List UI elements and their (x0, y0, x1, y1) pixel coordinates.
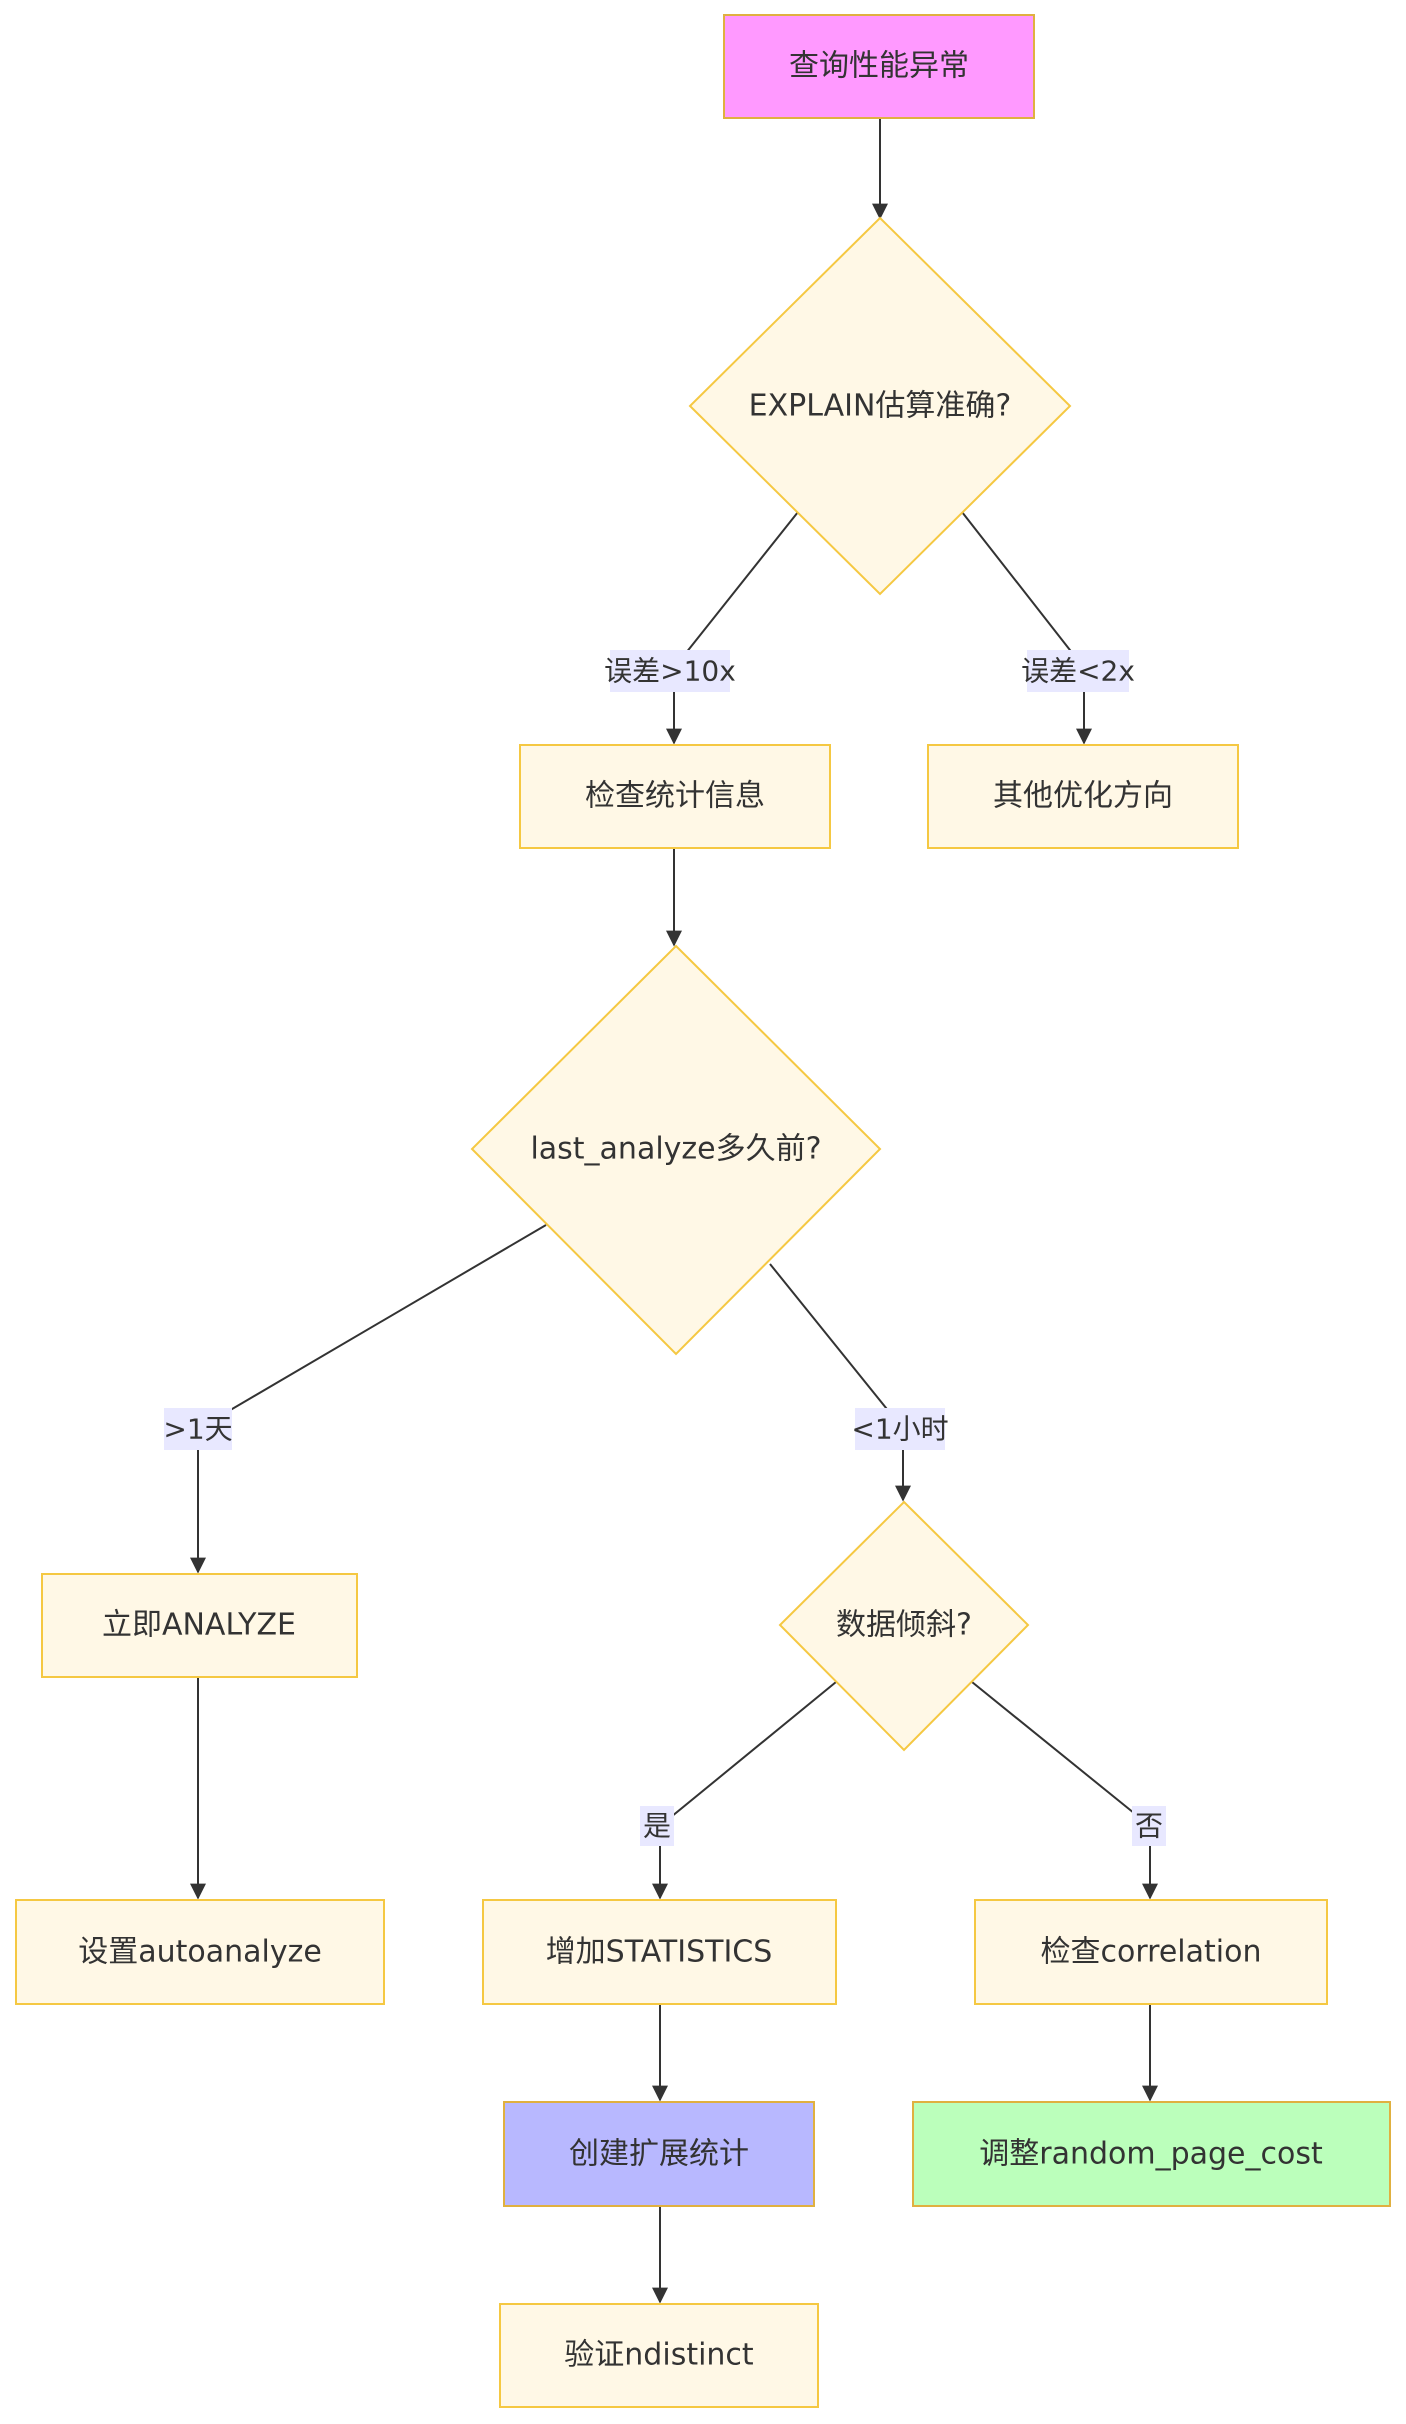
edge-labels: 误差>10x 误差<2x >1天 <1小时 是 否 (163, 650, 1166, 1846)
edge-skew-to-add-statistics (652, 1681, 837, 1900)
node-add-statistics[interactable]: 增加STATISTICS (482, 1899, 837, 2005)
node-start-box (723, 14, 1035, 119)
edge-label-err-gt10x: 误差>10x (604, 655, 736, 688)
edge-last-analyze-to-skew (769, 1263, 911, 1502)
node-check-stats[interactable]: 检查统计信息 (519, 744, 831, 849)
node-start[interactable]: 查询性能异常 (723, 14, 1035, 119)
edge-explain-to-check-stats (666, 511, 799, 745)
node-explain-label: EXPLAIN估算准确? (749, 389, 1012, 424)
edge-label-err-lt2x: 误差<2x (1021, 655, 1135, 688)
node-random-cost-label: 调整random_page_cost (979, 2137, 1323, 2172)
node-analyze-now-box (41, 1573, 358, 1678)
node-other[interactable]: 其他优化方向 (927, 744, 1239, 849)
node-add-statistics-box (482, 1899, 837, 2005)
node-last-analyze-diamond (470, 944, 882, 1356)
edge-label-bg (855, 1408, 945, 1450)
node-skew[interactable]: 数据倾斜? (778, 1500, 1030, 1752)
node-check-correlation-label: 检查correlation (1041, 1935, 1262, 1970)
node-skew-diamond (778, 1500, 1030, 1752)
node-ext-stats-label: 创建扩展统计 (569, 2137, 749, 2172)
node-check-stats-box (519, 744, 831, 849)
node-last-analyze-label: last_analyze多久前? (530, 1132, 821, 1167)
node-ext-stats-box (503, 2101, 815, 2207)
node-skew-label: 数据倾斜? (836, 1608, 972, 1643)
edge-label-lt-1hour: <1小时 (851, 1413, 948, 1446)
node-start-label: 查询性能异常 (789, 49, 969, 84)
node-last-analyze[interactable]: last_analyze多久前? (470, 944, 882, 1356)
edge-label-bg (1027, 650, 1129, 692)
node-ndistinct[interactable]: 验证ndistinct (499, 2303, 819, 2408)
node-other-box (927, 744, 1239, 849)
node-ext-stats[interactable]: 创建扩展统计 (503, 2101, 815, 2207)
node-check-correlation[interactable]: 检查correlation (974, 1899, 1328, 2005)
edge-label-bg (640, 1806, 674, 1846)
node-check-correlation-box (974, 1899, 1328, 2005)
node-other-label: 其他优化方向 (993, 779, 1173, 814)
node-autoanalyze-label: 设置autoanalyze (78, 1935, 322, 1970)
node-analyze-now[interactable]: 立即ANALYZE (41, 1573, 358, 1678)
node-ndistinct-label: 验证ndistinct (564, 2338, 754, 2373)
edge-label-bg (1132, 1806, 1166, 1846)
node-explain[interactable]: EXPLAIN估算准确? (688, 216, 1072, 596)
node-add-statistics-label: 增加STATISTICS (546, 1935, 773, 1970)
edge-last-analyze-to-analyze-now (190, 1224, 547, 1574)
nodes: 查询性能异常 EXPLAIN估算准确? 检查统计信息 其他优化方向 last_a… (15, 14, 1391, 2408)
node-analyze-now-label: 立即ANALYZE (102, 1608, 296, 1643)
edge-explain-to-other (961, 511, 1092, 745)
node-autoanalyze[interactable]: 设置autoanalyze (15, 1899, 385, 2005)
node-check-stats-label: 检查统计信息 (585, 779, 765, 814)
edge-label-bg (610, 650, 730, 692)
node-autoanalyze-box (15, 1899, 385, 2005)
node-ndistinct-box (499, 2303, 819, 2408)
edge-label-no: 否 (1135, 1810, 1163, 1843)
edge-skew-to-check-correlation (971, 1681, 1158, 1900)
node-explain-diamond (688, 216, 1072, 596)
node-random-cost[interactable]: 调整random_page_cost (912, 2101, 1391, 2207)
edge-label-yes: 是 (643, 1810, 671, 1843)
edge-label-bg (164, 1408, 232, 1450)
edge-label-gt-1day: >1天 (163, 1413, 232, 1446)
node-random-cost-box (912, 2101, 1391, 2207)
